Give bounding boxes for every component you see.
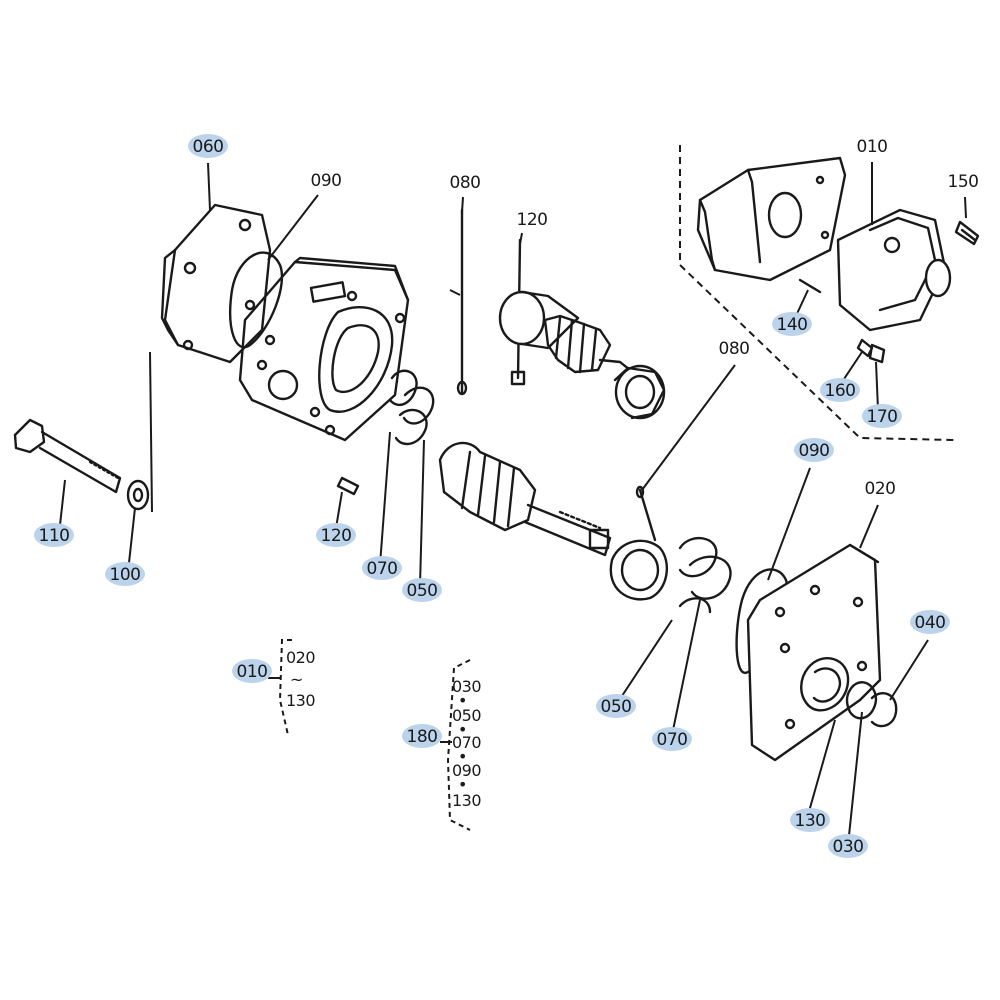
callout-number: 110: [39, 526, 70, 546]
group-010-range-mark: ~: [290, 670, 303, 689]
callout-highlight: [596, 694, 636, 718]
callout-100: 100: [105, 562, 145, 586]
group-010-list: 020 ~ 130: [268, 639, 316, 736]
callout-110: 110: [34, 523, 74, 547]
callout-highlight: [828, 834, 868, 858]
callout-010: 010: [232, 659, 272, 683]
callout-highlight: [316, 523, 356, 547]
callout-number: 150: [948, 172, 979, 192]
group-010-to: 130: [286, 691, 315, 710]
callout-number: 020: [865, 479, 896, 499]
callout-080: 080: [719, 339, 750, 359]
callout-highlight: [910, 610, 950, 634]
callout-140: 140: [772, 312, 812, 336]
group-180-sep-1: •: [458, 691, 467, 710]
callout-highlight: [794, 438, 834, 462]
callout-number: 040: [915, 613, 946, 633]
inset-boundary: [679, 145, 956, 441]
through-bolt: [13, 418, 122, 494]
gear-housing: [238, 256, 410, 442]
callout-highlight: [362, 556, 402, 580]
callout-number: 080: [719, 339, 750, 359]
group-180-item-2: 050: [452, 706, 481, 725]
callout-number: 010: [237, 662, 268, 682]
callout-number: 030: [833, 837, 864, 857]
group-180-sep-2: •: [458, 720, 467, 739]
callout-120: 120: [316, 523, 356, 547]
callout-070: 070: [362, 556, 402, 580]
callout-highlight: [188, 134, 228, 158]
callout-number: 160: [825, 381, 856, 401]
callout-highlight: [772, 312, 812, 336]
callout-number: 050: [407, 581, 438, 601]
callout-number: 140: [777, 315, 808, 335]
callout-number: 090: [311, 171, 342, 191]
seal-rings-rear: [678, 536, 732, 614]
callout-highlight: [105, 562, 145, 586]
callout-number: 170: [867, 407, 898, 427]
group-180-sep-3: •: [458, 747, 467, 766]
callout-highlight: [402, 578, 442, 602]
dowel-pin-lower: [635, 485, 657, 542]
callout-180: 180: [402, 724, 442, 748]
callout-030: 030: [828, 834, 868, 858]
callout-highlight: [790, 808, 830, 832]
callout-080: 080: [450, 173, 481, 193]
callout-160: 160: [820, 378, 860, 402]
callout-number: 010: [857, 137, 888, 157]
group-180-item-5: 130: [452, 791, 481, 810]
drive-gear-shaft: [438, 441, 612, 557]
callout-130: 130: [790, 808, 830, 832]
callout-170: 170: [862, 404, 902, 428]
callout-020: 020: [865, 479, 896, 499]
callout-number: 090: [799, 441, 830, 461]
callout-highlight: [652, 727, 692, 751]
leader-lines: [59, 162, 967, 846]
callout-highlight: [232, 659, 272, 683]
rear-cover-plate: [160, 203, 272, 364]
callout-120: 120: [517, 210, 548, 230]
callout-highlight: [402, 724, 442, 748]
o-ring-rear: [229, 251, 284, 349]
callout-150: 150: [948, 172, 979, 192]
group-180-item-1: 030: [452, 677, 481, 696]
upper-gear-assembly: [498, 290, 666, 420]
callout-010: 010: [857, 137, 888, 157]
callout-number: 180: [407, 727, 438, 747]
callout-number: 130: [795, 811, 826, 831]
callout-050: 050: [402, 578, 442, 602]
callout-number: 080: [450, 173, 481, 193]
callout-090: 090: [794, 438, 834, 462]
callout-number: 070: [367, 559, 398, 579]
group-180-item-3: 070: [452, 733, 481, 752]
callout-highlight: [820, 378, 860, 402]
bearing-lower: [609, 539, 668, 601]
callout-number: 120: [517, 210, 548, 230]
oil-seal-and-circlip: [845, 681, 898, 728]
callout-number: 100: [110, 565, 141, 585]
callout-090: 090: [311, 171, 342, 191]
callout-highlight: [862, 404, 902, 428]
washer: [126, 479, 150, 511]
inset-pump-assembly: [696, 156, 980, 364]
callout-number: 060: [193, 137, 224, 157]
callout-number: 070: [657, 730, 688, 750]
callout-highlight: [34, 523, 74, 547]
callout-050: 050: [596, 694, 636, 718]
callout-070: 070: [652, 727, 692, 751]
callout-040: 040: [910, 610, 950, 634]
dowel-pin-housing: [336, 476, 360, 496]
callout-number: 120: [321, 526, 352, 546]
dowel-pin-upper: [456, 208, 468, 396]
group-010-from: 020: [286, 648, 315, 667]
group-180-list: 030 • 050 • 070 • 090 • 130: [440, 659, 482, 831]
seal-rings-front: [388, 369, 435, 446]
callout-number: 050: [601, 697, 632, 717]
group-180-sep-4: •: [458, 775, 467, 794]
callout-labels: 060 090 080 120 010 150 140 160 170 080 090 020 040 1…: [34, 134, 979, 858]
group-180-item-4: 090: [452, 761, 481, 780]
callout-060: 060: [188, 134, 228, 158]
